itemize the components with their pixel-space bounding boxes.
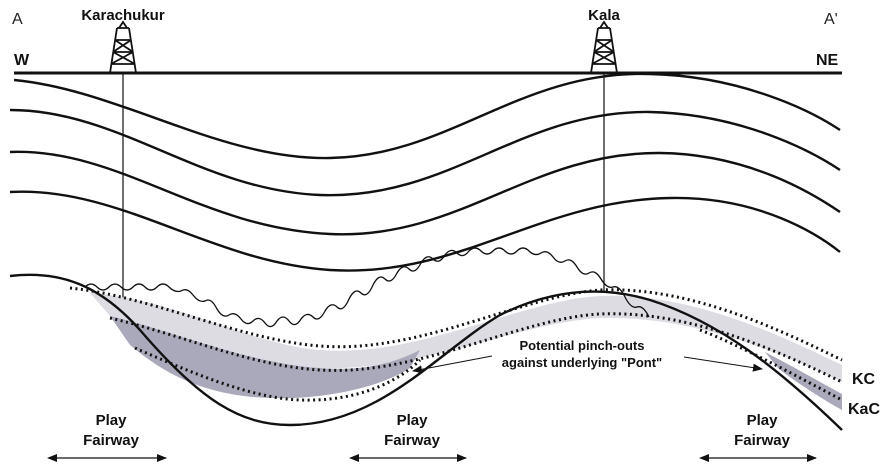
unit-boundary-kac [134,328,843,402]
reservoir-band-dark [110,316,420,399]
unconformity-wavy-line [84,247,650,328]
unit-label-kc: KC [852,371,876,388]
pinch-out-annotation-line1: Potential pinch-outs [520,338,645,353]
west-label: W [14,52,30,69]
drilling-rig-icon-karachukur [109,20,137,74]
unit-boundary-kc [109,312,843,384]
horizon-4 [9,190,841,272]
annotation-arrow-east [683,356,763,372]
play-fairway-1-line1: Play [96,412,128,429]
section-end-label: A' [824,11,838,28]
play-fairway-3-line2: Fairway [734,432,791,449]
play-fairway-2-line1: Play [397,412,429,429]
well-label-kala: Kala [588,7,620,24]
unit-boundary-top [69,286,843,362]
section-start-label: A [12,11,23,28]
well-label-karachukur: Karachukur [81,7,165,24]
horizon-3 [9,150,841,236]
annotation-arrow-west [412,355,493,374]
play-fairway-1-line2: Fairway [83,432,140,449]
base-pont-surface [9,273,843,431]
unit-label-kac: KaC [848,401,880,418]
horizon-1 [13,72,841,160]
pinch-out-annotation-line2: against underlying "Pont" [502,355,662,370]
play-fairway-3-line1: Play [747,412,779,429]
northeast-label: NE [816,52,839,69]
reservoir-band-dark-east [765,352,842,410]
drilling-rig-icon-kala [590,20,618,74]
horizon-2 [9,108,841,197]
play-fairway-2-line2: Fairway [384,432,441,449]
